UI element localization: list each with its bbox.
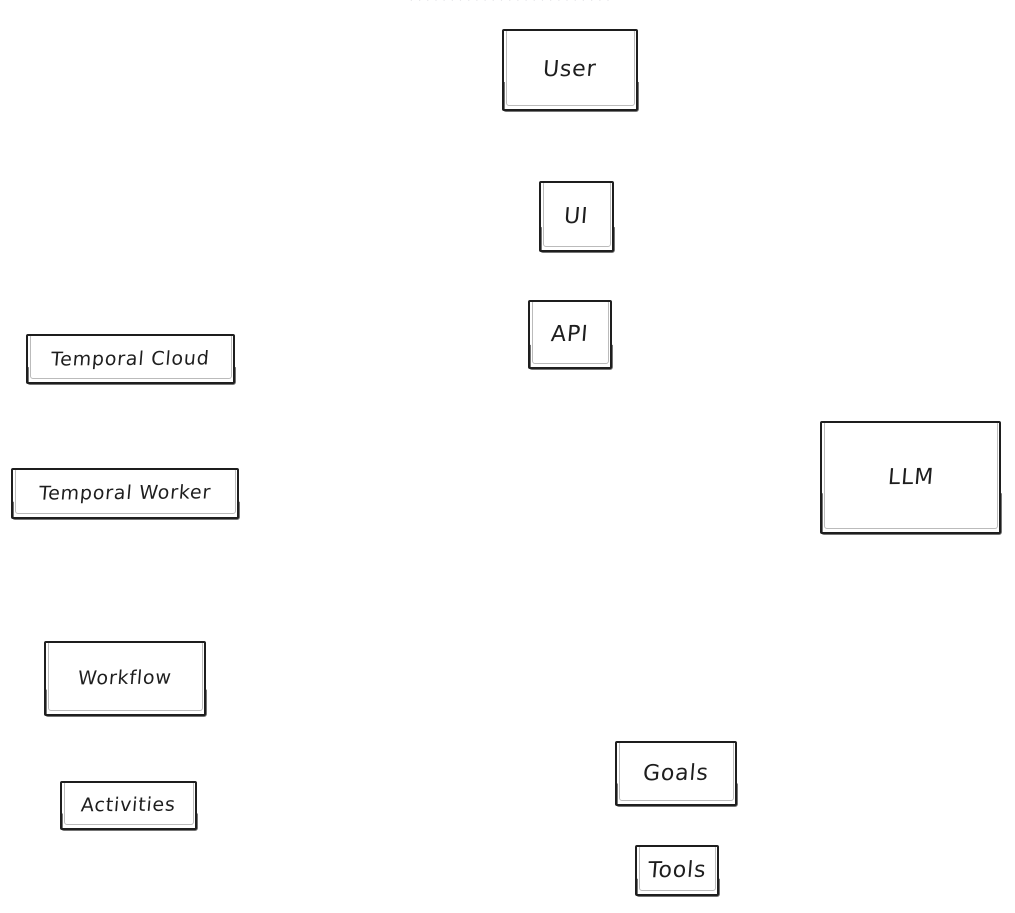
node-label-temporal-cloud: Temporal Cloud	[50, 346, 211, 371]
node-label-llm: LLM	[886, 464, 935, 490]
node-llm[interactable]: LLM	[820, 421, 1001, 534]
clipped-top-text: . . . . . . . . . . . . . . . . . . . . …	[250, 0, 770, 5]
node-label-workflow: Workflow	[77, 666, 173, 690]
node-temporal-cloud[interactable]: Temporal Cloud	[26, 334, 235, 384]
node-workflow[interactable]: Workflow	[44, 641, 206, 716]
node-tools[interactable]: Tools	[635, 845, 719, 896]
node-label-ui: UI	[563, 203, 590, 229]
node-label-user: User	[542, 56, 598, 83]
node-label-goals: Goals	[642, 760, 710, 786]
node-api[interactable]: API	[528, 300, 612, 369]
node-temporal-worker[interactable]: Temporal Worker	[11, 468, 239, 519]
node-goals[interactable]: Goals	[615, 741, 737, 806]
node-label-temporal-worker: Temporal Worker	[38, 481, 212, 505]
node-label-tools: Tools	[646, 857, 708, 883]
node-activities[interactable]: Activities	[60, 781, 197, 830]
node-label-api: API	[550, 321, 590, 347]
node-user[interactable]: User	[502, 29, 638, 111]
node-ui[interactable]: UI	[539, 181, 614, 252]
node-label-activities: Activities	[80, 793, 177, 817]
